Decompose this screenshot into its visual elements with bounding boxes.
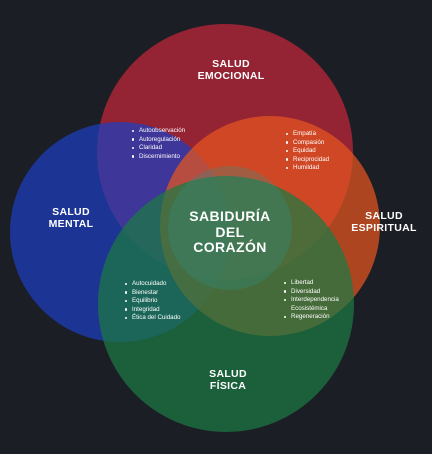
list-item-espiritual-fisica: Libertad [284,279,339,288]
list-item-emocional-espiritual: Humildad [286,164,329,173]
list-item-emocional-espiritual: Compasión [286,139,329,148]
list-item-espiritual-fisica: Regeneración [284,313,339,322]
list-item-emocional-mental: Discernimiento [132,153,185,162]
list-item-mental-fisica: Integridad [125,306,181,315]
list-item-emocional-mental: Autoobservación [132,127,185,136]
list-item-mental-fisica: Bienestar [125,289,181,298]
list-item-espiritual-fisica: Interdependencia Ecosistémica [284,296,339,313]
center-highlight [168,166,292,290]
center-title: SABIDURÍA DEL CORAZÓN [189,208,271,256]
title-salud-mental: SALUD MENTAL [48,206,94,231]
list-item-mental-fisica: Ética del Cuidado [125,314,181,323]
list-item-mental-fisica: Autocuidado [125,280,181,289]
title-salud-espiritual: SALUD ESPIRITUAL [351,210,417,235]
list-item-emocional-espiritual: Equidad [286,147,329,156]
list-item-espiritual-fisica: Diversidad [284,288,339,297]
list-item-emocional-espiritual: Reciprocidad [286,156,329,165]
title-salud-fisica: SALUD FÍSICA [209,368,247,393]
list-item-emocional-mental: Autoregulación [132,136,185,145]
list-item-emocional-mental: Claridad [132,144,185,153]
list-item-mental-fisica: Equilibrio [125,297,181,306]
circle-salud-fisica [98,176,354,432]
list-item-emocional-espiritual: Empatía [286,130,329,139]
title-salud-emocional: SALUD EMOCIONAL [197,58,265,83]
